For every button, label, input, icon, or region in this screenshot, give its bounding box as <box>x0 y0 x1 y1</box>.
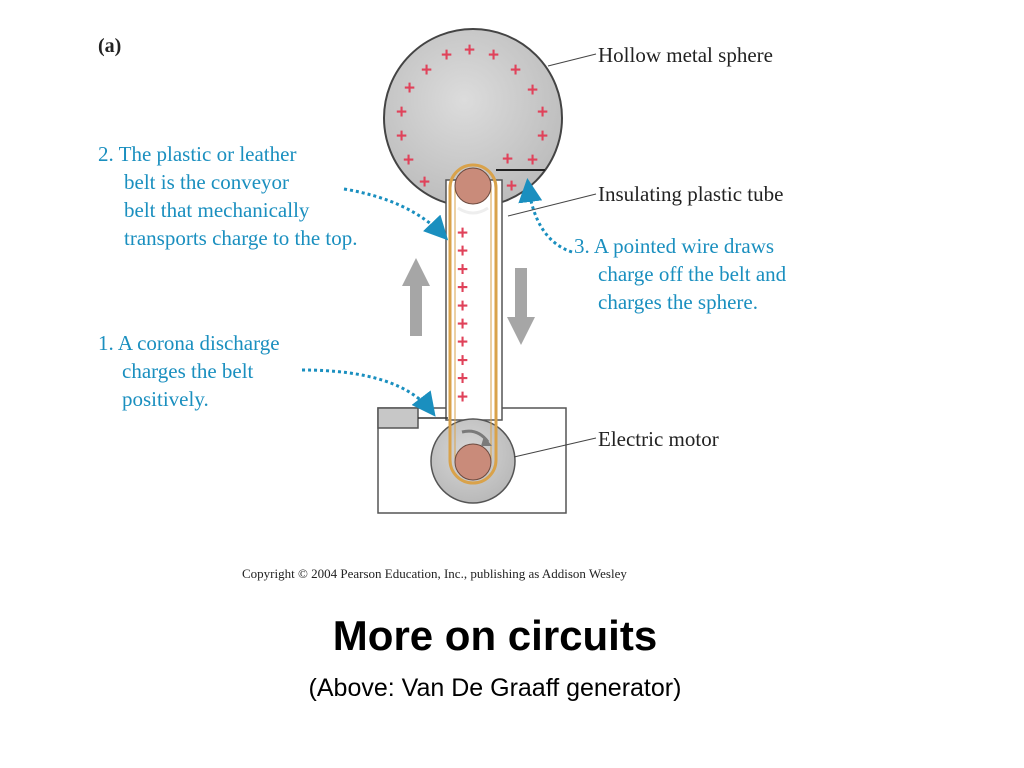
callout-3-line-3: charges the sphere. <box>598 290 758 314</box>
top-pulley <box>454 167 492 205</box>
belt-charge: + <box>457 241 468 262</box>
conveyor-belt <box>448 163 498 485</box>
insulating-tube <box>445 179 503 421</box>
up-arrow <box>402 258 430 336</box>
callout-1-line-3: positively. <box>122 387 209 411</box>
belt-charge: + <box>457 350 468 371</box>
sphere-charge: + <box>403 150 414 171</box>
copyright-text: Copyright © 2004 Pearson Education, Inc.… <box>242 566 627 581</box>
sphere-charge: + <box>396 126 407 147</box>
slide-title: More on circuits <box>332 612 658 659</box>
callout-2-line-4: transports charge to the top. <box>124 226 357 250</box>
belt-charge: + <box>457 278 468 299</box>
belt-charge: + <box>457 369 468 390</box>
belt-charge: + <box>457 223 468 244</box>
belt-charge: + <box>457 314 468 335</box>
sphere-charge: + <box>510 60 521 81</box>
sphere-charge: + <box>396 102 407 123</box>
callout-2-line-2: belt is the conveyor <box>124 170 289 194</box>
callout-3-line-1: 3. A pointed wire draws <box>574 234 774 258</box>
belt-charge: + <box>457 332 468 353</box>
motor-label: Electric motor <box>598 427 719 451</box>
sphere-charge: + <box>488 45 499 66</box>
sphere-charge: + <box>537 102 548 123</box>
tube-leader <box>507 193 597 217</box>
van-de-graaff-diagram: (a) ++++++++++++++++++++++++++ Hollow me… <box>98 28 787 581</box>
panel-label: (a) <box>98 35 121 57</box>
callout-3: 3. A pointed wire draws charge off the b… <box>574 234 787 314</box>
sphere-charge: + <box>441 45 452 66</box>
sphere-charge: + <box>527 80 538 101</box>
belt-charge: + <box>457 296 468 317</box>
bottom-rotation-arrowhead <box>481 436 492 446</box>
sphere-charge: + <box>506 176 517 197</box>
callout-3-arrow <box>518 178 573 254</box>
sphere-charge: + <box>537 126 548 147</box>
callout-2: 2. The plastic or leather belt is the co… <box>98 142 357 250</box>
down-arrow <box>507 268 535 345</box>
sphere-charge: + <box>404 78 415 99</box>
slide-subtitle: (Above: Van De Graaff generator) <box>308 674 682 702</box>
top-rotation-arrow <box>457 206 489 215</box>
callout-2-line-1: 2. The plastic or leather <box>98 142 296 166</box>
belt-charge: + <box>457 387 468 408</box>
tube-label: Insulating plastic tube <box>598 182 783 206</box>
callout-1-line-2: charges the belt <box>122 359 254 383</box>
callout-3-line-2: charge off the belt and <box>598 262 787 286</box>
corona-electrode <box>377 407 419 429</box>
sphere-charge: + <box>527 150 538 171</box>
sphere-charge: + <box>502 149 513 170</box>
motor-leader <box>513 437 597 458</box>
sphere-leader <box>547 53 597 67</box>
bottom-pulley <box>454 443 492 481</box>
callout-1-arrow <box>301 368 436 417</box>
charge-markers: ++++++++++++++++++++++++++ <box>396 40 548 408</box>
sphere-charge: + <box>419 172 430 193</box>
callout-2-arrow <box>343 187 449 241</box>
sphere-label: Hollow metal sphere <box>598 43 773 67</box>
sphere-charge: + <box>421 60 432 81</box>
callout-1-line-1: 1. A corona discharge <box>98 331 280 355</box>
callout-1: 1. A corona discharge charges the belt p… <box>98 331 280 411</box>
belt-charge: + <box>457 259 468 280</box>
sphere-charge: + <box>464 40 475 61</box>
callout-2-line-3: belt that mechanically <box>124 198 310 222</box>
